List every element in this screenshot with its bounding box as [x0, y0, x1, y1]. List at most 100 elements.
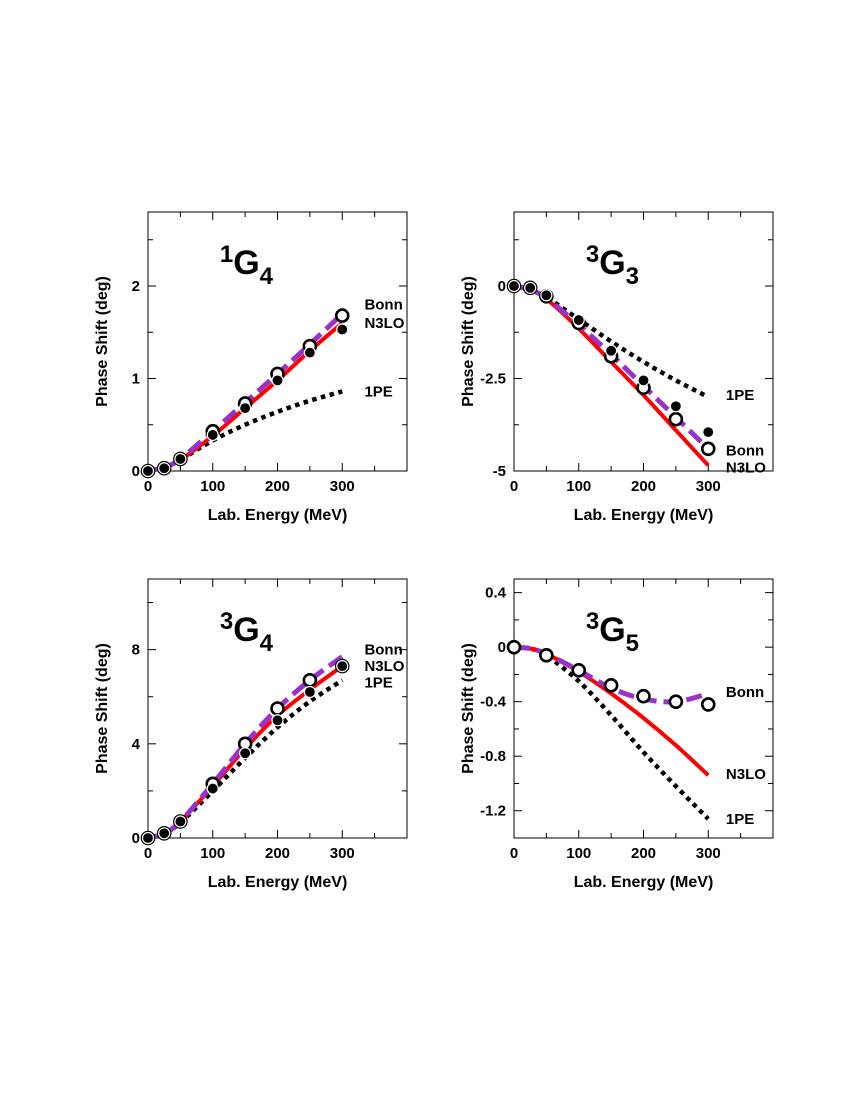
data-point-filled: [141, 464, 155, 478]
data-point-filled: [271, 714, 284, 727]
data-point-open: [668, 694, 684, 709]
x-axis-label: Lab. Energy (MeV): [574, 507, 714, 524]
data-point-filled: [206, 428, 219, 442]
curve-label-bonn: Bonn: [364, 297, 402, 314]
y-tick-label: 1: [132, 371, 140, 388]
curve-label-1pe: 1PE: [364, 383, 392, 400]
x-tick-label: 300: [330, 478, 355, 495]
data-point-filled: [507, 279, 521, 293]
y-axis-label: Phase Shift (deg): [460, 643, 477, 774]
data-point-filled: [605, 344, 618, 357]
data-point-open: [700, 697, 716, 712]
panel-title-sup: 3: [220, 608, 233, 635]
panel-title-sub: 4: [260, 630, 274, 657]
x-tick-label: 200: [265, 478, 290, 495]
data-point-filled: [174, 452, 187, 466]
curve-label-bonn: Bonn: [726, 684, 764, 701]
y-axis-label: Phase Shift (deg): [94, 643, 111, 774]
data-point-filled: [303, 346, 316, 359]
x-tick-label: 300: [696, 478, 721, 495]
panel-title-main: G: [599, 244, 625, 282]
x-axis-label: Lab. Energy (MeV): [208, 507, 348, 524]
panel-title-sup: 1: [220, 241, 233, 268]
data-point-filled: [158, 462, 171, 475]
x-tick-label: 200: [631, 478, 656, 495]
x-tick-label: 100: [200, 845, 225, 862]
panel-title: 3G4: [220, 608, 274, 657]
panel-title-sup: 3: [586, 608, 599, 635]
curve-label-n3lo: N3LO: [364, 658, 404, 675]
data-point-open: [270, 701, 285, 716]
plot-frame: [513, 578, 774, 839]
series-line-bonn: [148, 311, 344, 471]
x-tick-label: 200: [265, 845, 290, 862]
y-tick-label: 0: [132, 463, 140, 480]
curve-label-1pe: 1PE: [364, 675, 392, 692]
x-axis-label: Lab. Energy (MeV): [208, 874, 348, 891]
data-point-filled: [669, 400, 682, 413]
y-tick-label: -0.8: [480, 748, 506, 765]
series-line-1pe: [514, 283, 710, 400]
panel-title-main: G: [599, 611, 625, 649]
data-point-filled: [540, 289, 553, 302]
curves: [514, 283, 710, 467]
y-tick-label: 4: [132, 736, 141, 753]
y-tick-label: 8: [132, 642, 140, 659]
panel-title-main: G: [233, 244, 259, 282]
data-point-open: [334, 308, 350, 323]
panel-title-sup: 3: [586, 241, 599, 268]
data-point-filled: [141, 831, 155, 845]
data-point-filled: [524, 281, 537, 294]
y-tick-label: -5: [493, 463, 506, 480]
series-line-n3lo: [514, 645, 710, 777]
panel-title-sub: 5: [626, 630, 639, 657]
data-point-filled: [239, 402, 252, 415]
data-point-filled: [158, 827, 171, 840]
panel-title-main: G: [233, 611, 259, 649]
x-tick-label: 200: [631, 845, 656, 862]
x-tick-label: 100: [566, 845, 591, 862]
x-tick-label: 300: [330, 845, 355, 862]
series-line-1pe: [148, 389, 343, 471]
y-axis-label: Phase Shift (deg): [94, 276, 111, 407]
data-point-open: [636, 688, 651, 704]
x-tick-label: 0: [144, 478, 152, 495]
data-point-open: [668, 411, 684, 427]
curve-label-bonn: Bonn: [726, 443, 764, 460]
panel-title-sub: 4: [260, 263, 274, 290]
data-point-filled: [336, 660, 349, 673]
plot-frame: [513, 211, 774, 472]
data-point-open: [603, 678, 619, 693]
panel-title-sub: 3: [626, 263, 639, 290]
data-point-open: [700, 441, 716, 457]
y-tick-label: 0: [498, 639, 506, 656]
panel-title: 3G5: [586, 608, 639, 657]
curve-label-n3lo: N3LO: [726, 459, 766, 476]
curves: [148, 311, 344, 471]
x-tick-label: 100: [200, 478, 225, 495]
data-point-filled: [702, 426, 715, 439]
curve-label-bonn: Bonn: [364, 642, 402, 659]
curves: [514, 644, 710, 821]
curve-label-1pe: 1PE: [726, 387, 754, 404]
x-tick-label: 0: [144, 845, 152, 862]
series-line-n3lo: [514, 284, 710, 467]
x-tick-label: 300: [696, 845, 721, 862]
data-point-filled: [271, 374, 284, 387]
data-point-filled: [303, 685, 316, 699]
data-point-open: [506, 639, 522, 655]
y-tick-label: 0.4: [485, 585, 507, 602]
curve-label-n3lo: N3LO: [726, 766, 766, 783]
curve-label-1pe: 1PE: [726, 811, 754, 828]
series-line-1pe: [514, 644, 710, 821]
data-point-open: [539, 648, 554, 663]
plot-frame: [147, 211, 408, 472]
y-tick-label: -2.5: [480, 371, 506, 388]
data-point-filled: [336, 323, 349, 336]
data-point-filled: [239, 747, 252, 760]
